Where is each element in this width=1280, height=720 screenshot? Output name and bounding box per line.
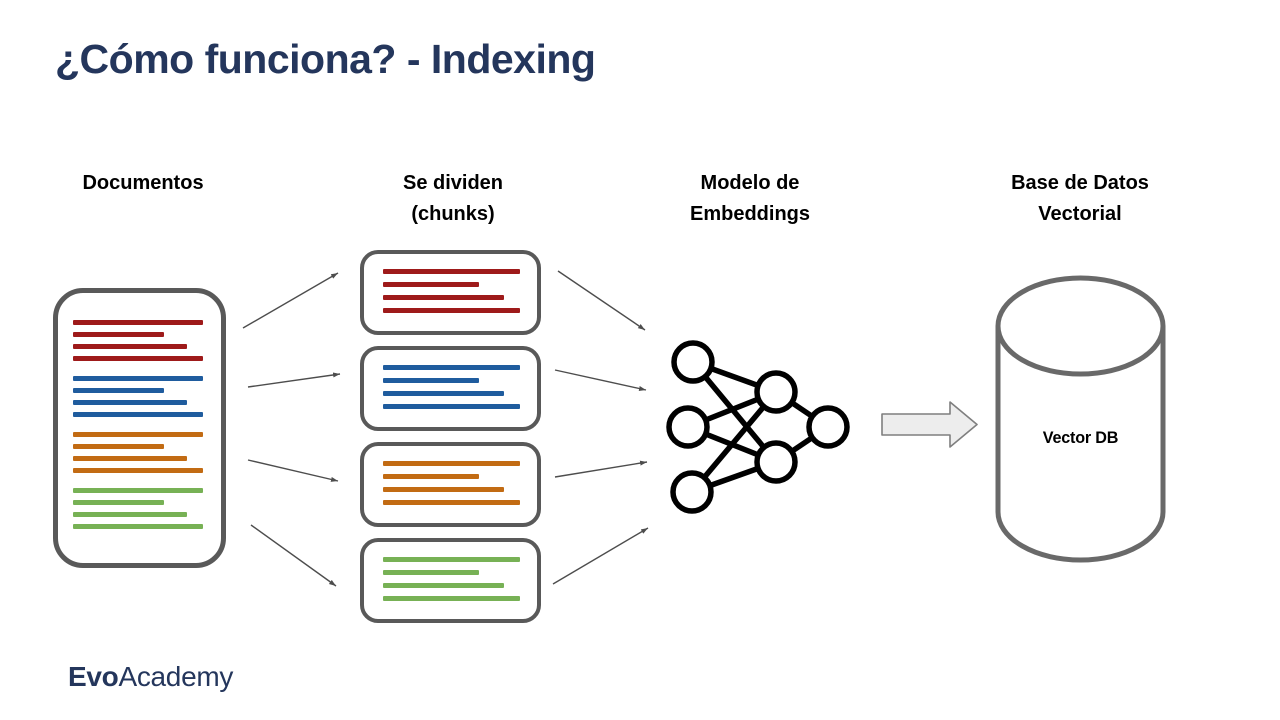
text-line-blue [383,404,520,409]
database-cylinder-icon [995,275,1166,563]
text-line-red [73,332,164,337]
doc-line-group-red [73,320,203,361]
text-line-red [383,295,504,300]
label-vectordb-line1: Base de Datos [1011,172,1149,194]
label-embeddings-line2: Embeddings [689,203,810,225]
nn-hidden-node [754,440,798,484]
text-line-orange [73,456,188,461]
chunk-box-green [360,538,541,623]
text-line-red [383,308,520,313]
label-vectordb-line2: Vectorial [1038,203,1122,225]
text-line-green [73,500,164,505]
flow-arrow-icon [881,401,978,448]
nn-input-node [666,405,710,449]
text-line-red [73,320,203,325]
text-line-orange [73,432,203,437]
text-line-blue [383,365,520,370]
document-icon-lines [73,320,203,529]
text-line-green [383,596,520,601]
page-title: ¿Cómo funciona? - Indexing [55,36,596,82]
logo-bold-part: Evo [68,661,119,692]
label-documentos-text: Documentos [82,172,204,194]
label-chunks-line2: (chunks) [411,203,495,225]
nn-input-node [670,470,714,514]
evoacademy-logo: EvoAcademy [68,661,233,693]
text-line-orange [383,487,504,492]
text-line-red [73,344,188,349]
label-chunks-line1: Se dividen [402,172,504,194]
text-line-blue [383,378,479,383]
text-line-green [383,583,504,588]
label-se-dividen-chunks: Se dividen (chunks) [343,168,563,230]
document-icon [53,288,226,568]
connector-arrow [557,270,646,331]
text-line-orange [383,461,520,466]
text-line-blue [73,400,188,405]
text-line-green [73,488,203,493]
text-line-red [73,356,203,361]
doc-to-chunk-arrows [242,272,341,587]
text-line-red [383,282,479,287]
doc-line-group-blue [73,376,203,417]
text-line-blue [73,388,164,393]
text-line-red [383,269,520,274]
text-line-green [73,512,188,517]
text-line-orange [73,468,203,473]
text-line-orange [73,444,164,449]
connector-arrow [247,372,341,388]
neural-network-icon [666,340,850,514]
connector-arrow [554,369,647,391]
text-line-green [383,557,520,562]
connector-arrow [247,459,339,482]
text-line-orange [383,474,479,479]
label-documentos: Documentos [33,168,253,199]
logo-regular-part: Academy [118,661,234,692]
nn-output-node [806,405,850,449]
connector-arrow [554,460,648,478]
connector-arrow [242,272,339,329]
text-line-blue [383,391,504,396]
doc-line-group-green [73,488,203,529]
connector-arrow [250,524,337,587]
chunk-box-red [360,250,541,335]
text-line-blue [73,412,203,417]
connector-arrow [552,527,649,585]
text-line-green [383,570,479,575]
chunk-column [360,250,541,623]
chunk-box-blue [360,346,541,431]
nn-input-node [671,340,715,384]
chunk-box-orange [360,442,541,527]
label-modelo-embeddings: Modelo de Embeddings [640,168,860,230]
text-line-blue [73,376,203,381]
nn-hidden-node [754,370,798,414]
doc-line-group-orange [73,432,203,473]
text-line-orange [383,500,520,505]
label-embeddings-line1: Modelo de [700,172,800,194]
vector-db-label: Vector DB [1042,428,1119,447]
chunk-to-model-arrows [552,270,649,585]
label-base-datos-vectorial: Base de Datos Vectorial [970,168,1190,230]
text-line-green [73,524,203,529]
